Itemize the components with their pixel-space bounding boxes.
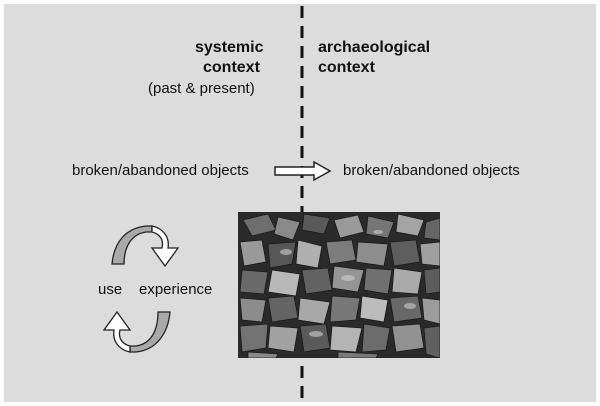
archaeological-objects-label: broken/abandoned objects (343, 162, 520, 179)
archaeological-title-line2: context (318, 59, 375, 76)
curved-arrow-icon (111, 225, 180, 268)
systemic-subtitle: (past & present) (148, 80, 255, 97)
systemic-title-line2: context (203, 59, 260, 76)
archaeological-title-line1: archaeological (318, 39, 431, 56)
curved-arrow-icon (102, 310, 171, 353)
systemic-objects-label: broken/abandoned objects (72, 162, 249, 179)
systemic-title-line1: systemic (195, 39, 264, 56)
experience-label: experience (139, 281, 213, 298)
right-arrow-icon (274, 160, 332, 182)
use-label: use (98, 281, 123, 298)
pottery-shards-photo (238, 212, 440, 358)
